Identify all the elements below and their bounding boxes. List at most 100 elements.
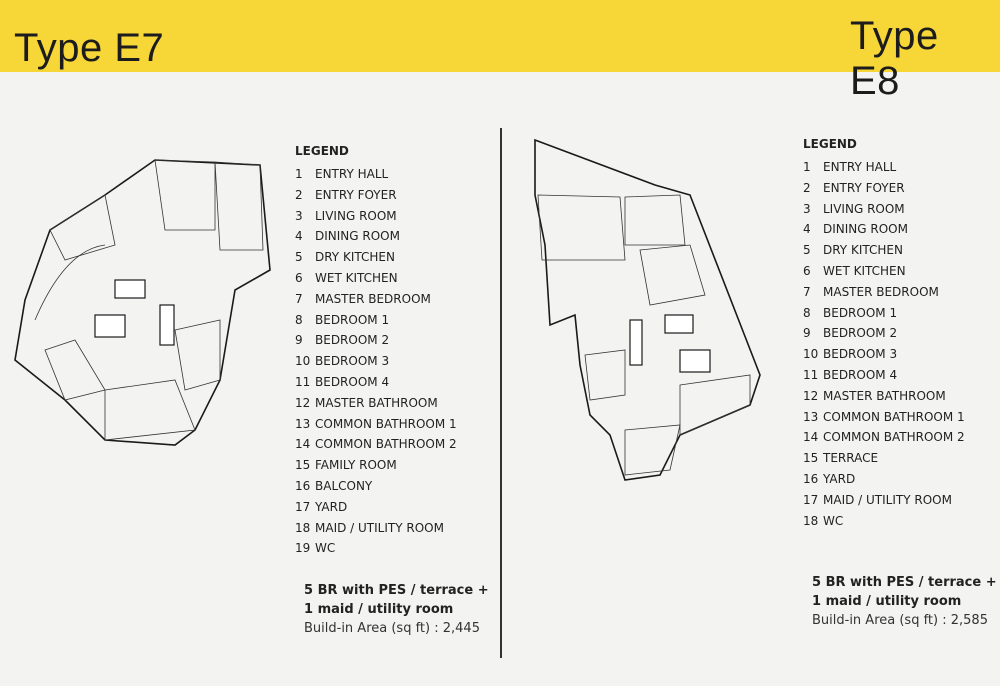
legend-label: BEDROOM 3: [823, 347, 898, 362]
legend-number: 7: [295, 291, 303, 306]
unit-description: 5 BR with PES / terrace +: [812, 575, 997, 590]
legend-label: MASTER BATHROOM: [823, 388, 946, 403]
legend-label: BEDROOM 2: [315, 333, 390, 348]
legend-number: 7: [803, 284, 811, 299]
legend-label: WC: [315, 541, 336, 556]
legend-label: MASTER BATHROOM: [315, 395, 438, 410]
legend-number: 11: [803, 367, 819, 382]
legend-label: WC: [823, 513, 844, 528]
header-band: [0, 0, 1000, 72]
legend-number: 10: [803, 347, 819, 362]
legend-label: YARD: [315, 499, 348, 514]
legend-number: 8: [295, 312, 303, 327]
legend-label: COMMON BATHROOM 1: [823, 409, 965, 424]
legend-label: BEDROOM 2: [823, 326, 898, 341]
legend-number: 18: [803, 513, 819, 528]
legend-number: 4: [295, 229, 303, 244]
legend-label: LIVING ROOM: [315, 208, 397, 223]
legend-number: 12: [295, 395, 311, 410]
legend-item: 12 MASTER BATHROOM: [803, 386, 965, 407]
legend-number: 17: [803, 492, 819, 507]
unit-description-2: 1 maid / utility room: [304, 602, 454, 617]
legend-number: 1: [295, 167, 303, 181]
legend-item: 7 MASTER BEDROOM: [803, 282, 965, 303]
legend-label: BALCONY: [315, 478, 373, 493]
legend-label: ENTRY HALL: [823, 160, 897, 174]
legend-label: DINING ROOM: [315, 229, 400, 244]
legend-number: 10: [295, 354, 311, 369]
legend-item: 17 YARD: [295, 497, 457, 518]
legend-label: MASTER BEDROOM: [823, 284, 939, 299]
legend-item: 16 YARD: [803, 469, 965, 490]
legend-label: DRY KITCHEN: [823, 243, 903, 258]
legend-number: 18: [295, 520, 311, 535]
legend-number: 6: [295, 270, 303, 285]
legend-number: 15: [803, 451, 819, 466]
legend-item: 1 ENTRY HALL: [295, 164, 457, 185]
legend-label: ENTRY FOYER: [823, 180, 905, 195]
legend-label: LIVING ROOM: [823, 201, 905, 216]
legend-title: LEGEND: [295, 144, 349, 158]
unit-description: 5 BR with PES / terrace +: [304, 583, 489, 598]
legend-item: 18 WC: [803, 511, 965, 532]
legend-label: BEDROOM 1: [315, 312, 390, 327]
type-e7-title: Type E7: [14, 26, 165, 70]
legend-label: BEDROOM 4: [823, 367, 898, 382]
legend-item: 16 BALCONY: [295, 476, 457, 497]
legend-item: 17 MAID / UTILITY ROOM: [803, 490, 965, 511]
legend-label: DRY KITCHEN: [315, 250, 395, 265]
legend-item: 11 BEDROOM 4: [803, 365, 965, 386]
legend-item: 12 MASTER BATHROOM: [295, 393, 457, 414]
legend-number: 16: [803, 471, 819, 486]
legend-number: 6: [803, 263, 811, 278]
legend-item: 5 DRY KITCHEN: [295, 247, 457, 268]
legend-item: 8 BEDROOM 1: [295, 310, 457, 331]
legend-label: COMMON BATHROOM 1: [315, 416, 457, 431]
legend-label: WET KITCHEN: [315, 270, 398, 285]
legend-number: 4: [803, 222, 811, 237]
legend-label: YARD: [823, 471, 856, 486]
legend-label: MAID / UTILITY ROOM: [823, 492, 952, 507]
legend-label: ENTRY FOYER: [315, 187, 397, 202]
legend-label: TERRACE: [823, 451, 879, 466]
legend-number: 16: [295, 478, 311, 493]
legend-number: 8: [803, 305, 811, 320]
e8-summary: 5 BR with PES / terrace + 1 maid / utili…: [812, 573, 997, 630]
e7-summary: 5 BR with PES / terrace + 1 maid / utili…: [304, 581, 489, 638]
legend-title: LEGEND: [803, 137, 857, 151]
type-e8-title: Type E8: [850, 14, 939, 103]
legend-item: 6 WET KITCHEN: [803, 261, 965, 282]
legend-label: ENTRY HALL: [315, 167, 389, 181]
legend-item: 4 DINING ROOM: [803, 219, 965, 240]
legend-number: 14: [295, 437, 311, 452]
legend-number: 17: [295, 499, 311, 514]
legend-number: 12: [803, 388, 819, 403]
legend-item: 4 DINING ROOM: [295, 226, 457, 247]
legend-number: 9: [803, 326, 811, 341]
legend-item: 6 WET KITCHEN: [295, 268, 457, 289]
legend-number: 14: [803, 430, 819, 445]
legend-label: DINING ROOM: [823, 222, 908, 237]
legend-number: 5: [295, 250, 303, 265]
e7-floor-plan: [14, 159, 271, 446]
legend-label: BEDROOM 4: [315, 374, 390, 389]
legend-label: WET KITCHEN: [823, 263, 906, 278]
legend-label: COMMON BATHROOM 2: [823, 430, 965, 445]
legend-item: 10 BEDROOM 3: [803, 344, 965, 365]
